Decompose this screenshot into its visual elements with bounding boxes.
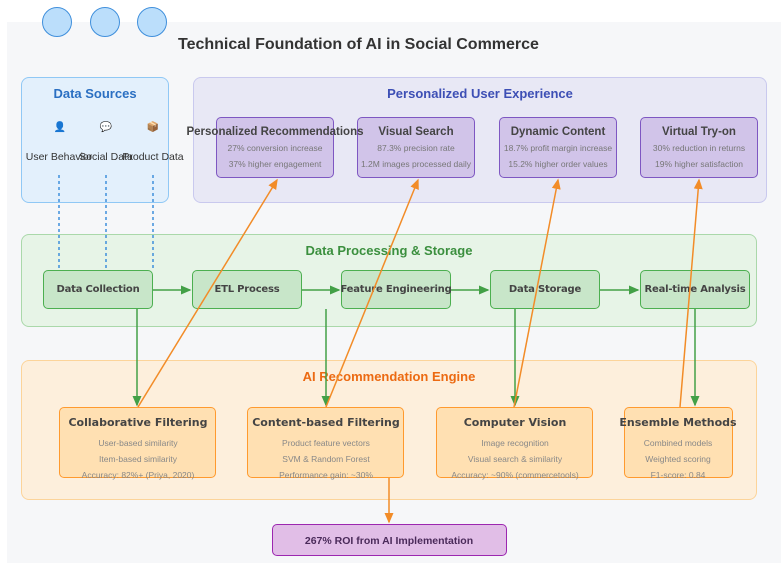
speech-bubble-icon: 💬 — [99, 122, 113, 133]
ux-card-visual-search[interactable] — [357, 117, 475, 178]
window-control-circle[interactable] — [137, 7, 167, 37]
ai-card-title: Computer Vision — [463, 416, 567, 429]
ux-card-personalized-recommendations[interactable] — [216, 117, 334, 178]
ux-card-title: Personalized Recommendations — [186, 126, 364, 138]
ux-card-metric: 37% higher engagement — [228, 159, 322, 169]
ux-card-title: Visual Search — [378, 126, 454, 138]
process-step-data-collection[interactable] — [43, 270, 153, 309]
ai-card-detail: Combined models — [643, 438, 713, 448]
ai-card-title: Content-based Filtering — [252, 416, 400, 429]
window-control-circle[interactable] — [90, 7, 120, 37]
process-step-label: Data Collection — [56, 284, 140, 295]
ux-card-title: Virtual Try-on — [662, 126, 736, 138]
ux-card-title: Dynamic Content — [510, 126, 606, 138]
data-processing-title: Data Processing & Storage — [305, 243, 473, 258]
ai-card-ensemble-methods[interactable] — [624, 407, 733, 478]
window-control-circle[interactable] — [42, 7, 72, 37]
ai-card-computer-vision[interactable] — [436, 407, 593, 478]
ux-card-metric: 1.2M images processed daily — [360, 159, 472, 169]
ai-card-detail: Product feature vectors — [282, 438, 370, 448]
data-sources-panel: Data Sources — [21, 77, 169, 203]
process-step-label: Real-time Analysis — [644, 284, 746, 295]
diagram-title: Technical Foundation of AI in Social Com… — [178, 36, 539, 53]
person-icon: 👤 — [53, 122, 67, 133]
ai-card-detail: Accuracy: ~90% (commercetools) — [451, 470, 579, 480]
ai-card-detail: Performance gain: ~30% — [279, 470, 373, 480]
ai-card-detail: F1-score: 0.84 — [650, 470, 706, 480]
ai-card-detail: Image recognition — [481, 438, 549, 448]
user-experience-title: Personalized User Experience — [387, 86, 573, 101]
ai-card-detail: Visual search & similarity — [467, 454, 563, 464]
ai-card-detail: Accuracy: 82%+ (Priya, 2020) — [81, 470, 195, 480]
data-source-label-social-data: Social Data — [79, 151, 133, 163]
ai-card-content-based-filtering[interactable] — [247, 407, 404, 478]
ux-card-metric: 87.3% precision rate — [377, 143, 455, 153]
ai-card-title: Collaborative Filtering — [68, 416, 208, 429]
data-sources-title: Data Sources — [53, 86, 137, 101]
ai-card-detail: Weighted scoring — [645, 454, 711, 464]
data-source-label-user-behavior: User Behavior — [25, 151, 93, 163]
ux-card-metric: 15.2% higher order values — [508, 159, 608, 169]
ux-card-metric: 27% conversion increase — [227, 143, 323, 153]
process-step-label: Data Storage — [508, 284, 582, 295]
ai-engine-title: AI Recommendation Engine — [302, 369, 476, 384]
ux-card-virtual-try-on[interactable] — [640, 117, 758, 178]
ai-card-detail: SVM & Random Forest — [282, 454, 370, 464]
ux-card-metric: 18.7% profit margin increase — [503, 143, 613, 153]
roi-label: 267% ROI from AI Implementation — [304, 535, 474, 547]
ai-card-detail: User-based similarity — [98, 438, 178, 448]
package-icon: 📦 — [146, 122, 160, 133]
process-step-label: ETL Process — [214, 284, 280, 295]
ai-card-title: Ensemble Methods — [619, 416, 737, 429]
process-step-label: Feature Engineering — [340, 284, 452, 295]
ai-card-detail: Item-based similarity — [99, 454, 177, 464]
ai-card-collaborative-filtering[interactable] — [59, 407, 216, 478]
ux-card-metric: 19% higher satisfaction — [655, 159, 743, 169]
ux-card-dynamic-content[interactable] — [499, 117, 617, 178]
ux-card-metric: 30% reduction in returns — [652, 143, 746, 153]
data-source-label-product-data: Product Data — [122, 151, 184, 163]
roi-box[interactable] — [272, 524, 507, 556]
